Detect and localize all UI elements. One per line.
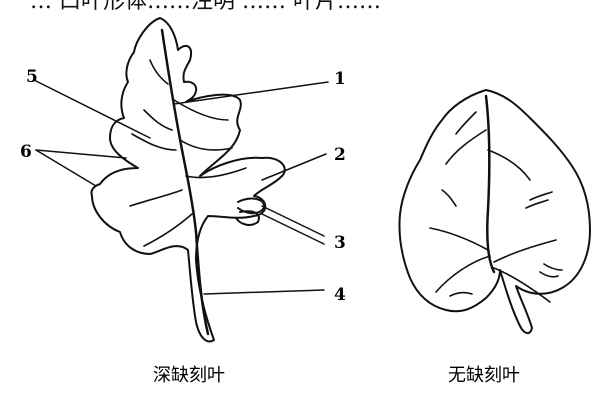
part-label-6: 6 <box>20 142 32 162</box>
right-leaf-outline <box>399 90 590 333</box>
left-leaf-stipules <box>236 199 264 225</box>
left-leaf-caption: 深缺刻叶 <box>153 365 225 386</box>
right-leaf-drawing <box>399 90 590 333</box>
part-label-4: 4 <box>334 285 346 305</box>
right-leaf-midrib <box>486 96 494 272</box>
part-label-3: 3 <box>334 233 346 253</box>
cropped-header: … 口叶形体……注明 …… 叶片…… <box>30 0 381 14</box>
part-label-2: 2 <box>334 145 346 165</box>
left-leaf-leader-lines <box>34 80 328 294</box>
header-fragment: … 口叶形体……注明 …… 叶片…… <box>30 0 381 14</box>
part-label-1: 1 <box>334 69 346 89</box>
right-leaf-caption: 无缺刻叶 <box>448 365 520 386</box>
right-leaf-veins <box>430 112 556 302</box>
left-leaf-midrib <box>162 30 208 334</box>
part-label-5: 5 <box>26 67 38 87</box>
